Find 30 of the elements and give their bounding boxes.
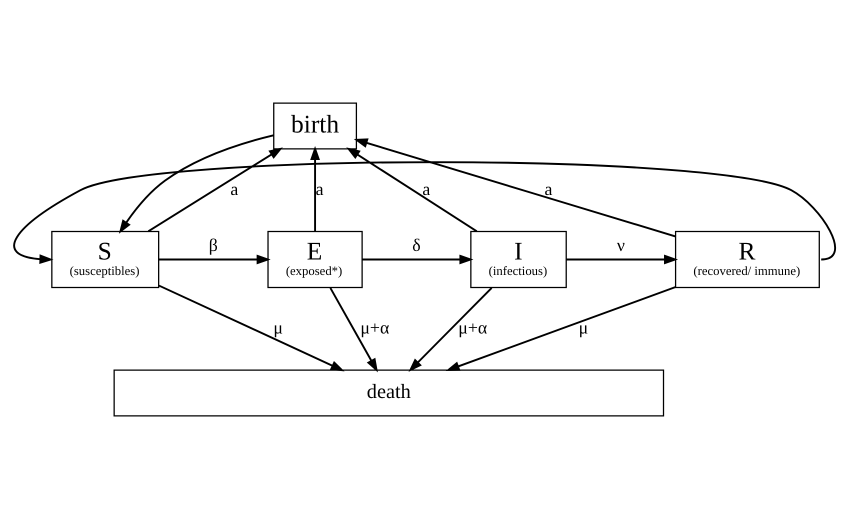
- node-box: death: [114, 369, 664, 416]
- arrow: [354, 138, 676, 237]
- edge-label: ν: [616, 234, 625, 254]
- edge-label: μ: [273, 317, 283, 338]
- edge-label: a: [230, 178, 238, 198]
- arrow: [310, 146, 320, 231]
- node-box: R (recovered/ immune): [674, 230, 820, 288]
- node-box: E (exposed*): [267, 230, 363, 288]
- arrow: [446, 286, 676, 370]
- arrow: [148, 146, 283, 232]
- arrow: [408, 286, 492, 372]
- arrow: [566, 254, 678, 264]
- edge-label: δ: [412, 234, 421, 254]
- arrow: [14, 160, 836, 264]
- node-box: birth: [273, 102, 358, 149]
- arrow: [158, 284, 345, 371]
- edge-label: a: [316, 178, 324, 198]
- node-box: I (infectious): [470, 230, 567, 288]
- arrow: [158, 254, 271, 264]
- arrow: [118, 134, 274, 234]
- edge-label: β: [208, 234, 218, 254]
- edge-label: μ+α: [458, 317, 488, 338]
- edge-label: μ+α: [360, 317, 390, 338]
- arrow: [346, 146, 478, 232]
- edge-label: μ: [578, 317, 588, 338]
- edge-label: a: [544, 178, 552, 198]
- edge-label: a: [422, 178, 430, 198]
- arrow: [362, 254, 474, 264]
- node-box: S (susceptibles): [51, 230, 160, 288]
- arrow: [330, 286, 378, 372]
